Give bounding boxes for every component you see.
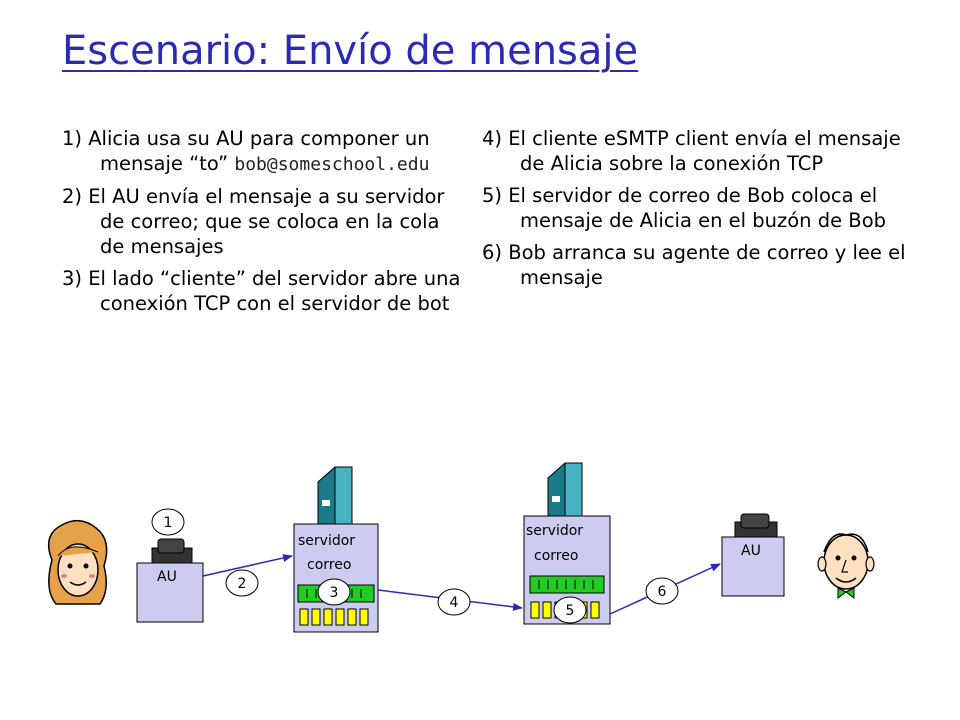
slide-title: Escenario: Envío de mensaje	[62, 28, 639, 74]
step-3-text: El lado “cliente” del servidor abre una …	[88, 267, 461, 315]
mail-server-bob-label-1: servidor	[526, 523, 583, 539]
step-5-number: 5)	[482, 184, 503, 207]
message-queue-bob	[529, 575, 605, 594]
mail-server-alice-label-2: correo	[307, 557, 351, 573]
svg-text:5: 5	[566, 603, 575, 619]
user-agent-alice: AU	[136, 538, 204, 623]
marker-5: 5	[553, 596, 587, 624]
step-4: 4) El cliente eSMTP client envía el mens…	[482, 126, 922, 176]
step-3-number: 3)	[62, 267, 83, 290]
mail-server-alice-label-1: servidor	[298, 533, 355, 549]
steps-left-column: 1) Alicia usa su AU para componer un men…	[62, 126, 462, 323]
user-agent-bob: AU	[721, 513, 785, 597]
svg-text:3: 3	[330, 585, 339, 601]
svg-text:6: 6	[658, 584, 667, 600]
step-2-text: El AU envía el mensaje a su servidor de …	[88, 185, 445, 258]
step-6-text: Bob arranca su agente de correo y lee el…	[508, 241, 906, 289]
mail-server-bob-label-2: correo	[534, 548, 578, 564]
alice-icon	[47, 519, 108, 605]
step-5-text: El servidor de correo de Bob coloca el m…	[508, 184, 886, 232]
svg-text:2: 2	[238, 576, 247, 592]
mailboxes-alice	[299, 608, 369, 626]
marker-1: 1	[151, 508, 185, 536]
user-agent-alice-label: AU	[157, 569, 177, 585]
step-2-number: 2)	[62, 185, 83, 208]
step-6: 6) Bob arranca su agente de correo y lee…	[482, 240, 922, 290]
svg-text:1: 1	[164, 515, 173, 531]
step-2: 2) El AU envía el mensaje a su servidor …	[62, 184, 462, 259]
step-4-text: El cliente eSMTP client envía el mensaje…	[508, 127, 901, 175]
step-1: 1) Alicia usa su AU para componer un men…	[62, 126, 462, 177]
svg-text:4: 4	[450, 595, 459, 611]
step-1-number: 1)	[62, 127, 83, 150]
arrow-ua-to-server	[202, 554, 293, 577]
step-5: 5) El servidor de correo de Bob coloca e…	[482, 183, 922, 233]
marker-2: 2	[225, 569, 259, 597]
user-agent-bob-label: AU	[741, 543, 761, 559]
bob-icon	[817, 533, 875, 599]
step-1-email: bob@someschool.edu	[234, 154, 430, 175]
step-4-number: 4)	[482, 127, 503, 150]
mail-server-alice: servidor correo	[293, 466, 379, 633]
marker-3: 3	[317, 578, 351, 606]
step-1-text: Alicia usa su AU para componer un mensaj…	[88, 127, 430, 175]
marker-4: 4	[437, 588, 471, 616]
step-3: 3) El lado “cliente” del servidor abre u…	[62, 266, 462, 316]
steps-right-column: 4) El cliente eSMTP client envía el mens…	[482, 126, 922, 297]
step-6-number: 6)	[482, 241, 503, 264]
marker-6: 6	[645, 577, 679, 605]
